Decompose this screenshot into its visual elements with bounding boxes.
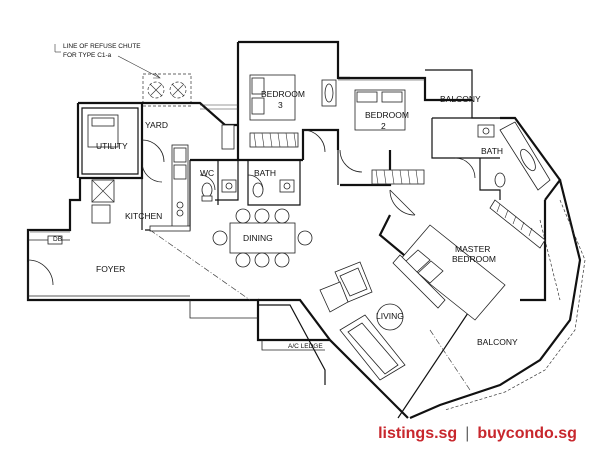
kitchen-fittings bbox=[47, 144, 191, 245]
label-wc: WC bbox=[200, 168, 214, 178]
room-labels: UTILITY YARD BEDROOM 3 BEDROOM 2 BALCONY… bbox=[53, 89, 518, 350]
label-bath-common: BATH bbox=[254, 168, 276, 178]
watermark: listings.sg | buycondo.sg bbox=[361, 415, 594, 453]
label-bedroom3-line2: 3 bbox=[278, 100, 283, 110]
refuse-chute-annotation: LINE OF REFUSE CHUTE FOR TYPE C1-a bbox=[54, 43, 161, 79]
watermark-separator: | bbox=[465, 425, 470, 442]
sanitary-fixtures bbox=[201, 79, 551, 202]
label-bedroom2-line1: BEDROOM bbox=[365, 110, 409, 120]
label-master-line1: MASTER bbox=[455, 244, 490, 254]
windows bbox=[30, 79, 586, 411]
label-utility: UTILITY bbox=[96, 141, 128, 151]
label-dining: DINING bbox=[243, 233, 273, 243]
dining-set bbox=[212, 208, 313, 268]
label-balcony-bottom: BALCONY bbox=[477, 337, 518, 347]
label-bedroom3-line1: BEDROOM bbox=[261, 89, 305, 99]
label-ac-ledge: A/C LEDGE bbox=[288, 343, 323, 350]
wardrobes bbox=[249, 132, 546, 249]
doors bbox=[27, 129, 476, 300]
annotation-line2: FOR TYPE C1-a bbox=[63, 52, 112, 59]
watermark-listings: listings.sg bbox=[378, 425, 458, 442]
label-yard: YARD bbox=[145, 120, 168, 130]
beds bbox=[87, 74, 506, 321]
annotation-line1: LINE OF REFUSE CHUTE bbox=[63, 43, 141, 50]
label-db: DB bbox=[53, 236, 62, 243]
outer-walls bbox=[26, 40, 582, 420]
watermark-buycondo: buycondo.sg bbox=[477, 425, 577, 442]
living-set bbox=[319, 254, 446, 381]
label-kitchen: KITCHEN bbox=[125, 211, 162, 221]
label-bath-master: BATH bbox=[481, 146, 503, 156]
label-balcony-top: BALCONY bbox=[440, 94, 481, 104]
label-living: LIVING bbox=[376, 311, 404, 321]
label-bedroom2-line2: 2 bbox=[381, 121, 386, 131]
refuse-chute bbox=[142, 73, 192, 107]
label-master-line2: BEDROOM bbox=[452, 254, 496, 264]
label-foyer: FOYER bbox=[96, 264, 125, 274]
